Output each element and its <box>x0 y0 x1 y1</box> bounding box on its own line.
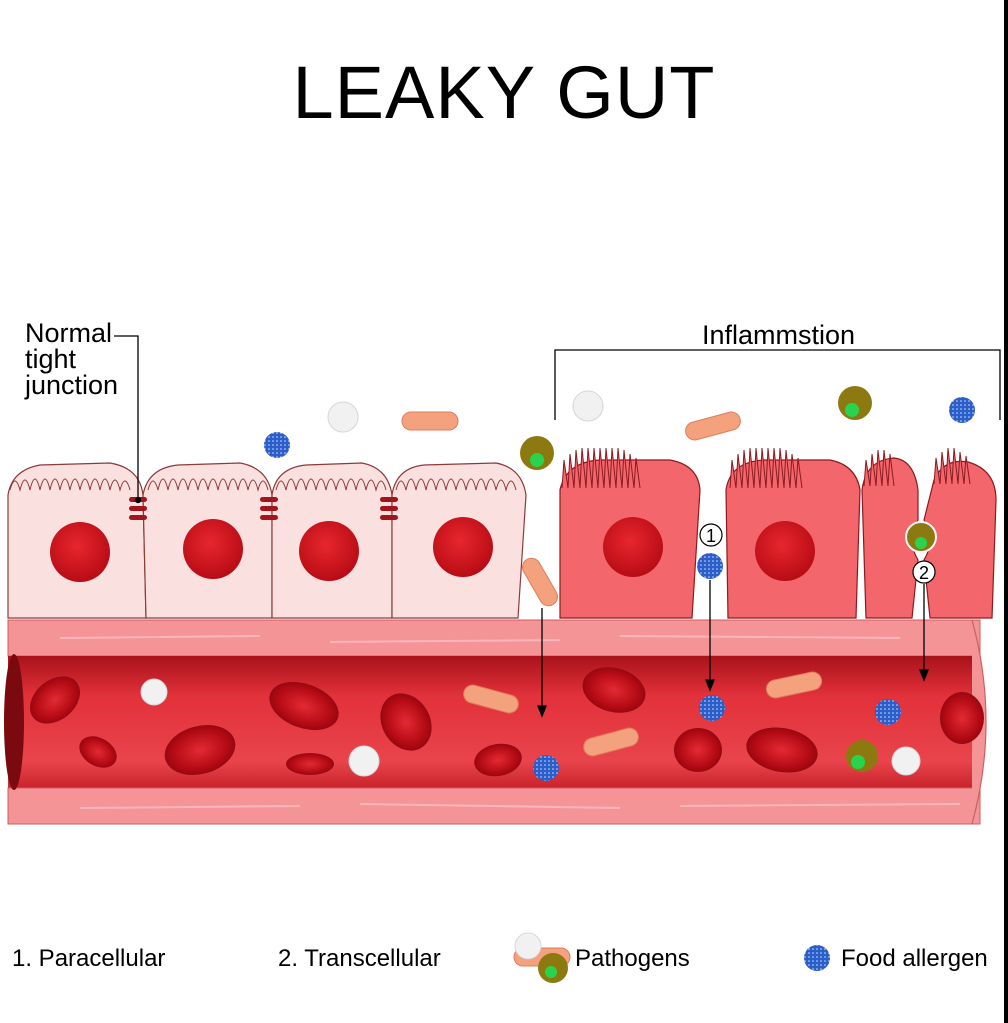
page-title: LEAKY GUT <box>292 51 716 134</box>
bacterium <box>685 411 741 441</box>
white-particle <box>348 745 380 777</box>
healthy-nucleus-3 <box>299 521 359 581</box>
legend-paracellular: 1. Paracellular <box>12 945 166 972</box>
virus-core <box>845 403 859 417</box>
white-particle <box>572 390 604 422</box>
normal-tight-junction-label: Normal tight junction <box>25 318 185 400</box>
red-blood-cell <box>582 667 646 713</box>
red-blood-cell <box>380 693 432 751</box>
route-2-marker <box>912 560 936 584</box>
red-blood-cell <box>474 743 522 777</box>
red-blood-cell <box>674 728 722 772</box>
tight-junction-2 <box>260 497 278 520</box>
blood-vessel <box>4 619 987 825</box>
healthy-nucleus-2 <box>183 519 243 579</box>
healthy-nucleus-1 <box>50 522 110 582</box>
bacterium <box>765 671 823 699</box>
red-blood-cell <box>940 692 984 744</box>
bacterium <box>522 557 558 607</box>
inflammation-bracket <box>554 349 1001 420</box>
virus-core <box>530 453 544 467</box>
white-particle <box>327 401 359 433</box>
normal-label-line-2: tight <box>25 344 77 374</box>
normal-junction-leader <box>114 335 139 500</box>
legend-food-allergen: Food allergen <box>841 945 988 972</box>
food-allergen <box>697 553 723 579</box>
red-blood-cell <box>29 676 81 724</box>
red-blood-cell <box>164 725 236 775</box>
virus-core <box>851 755 865 769</box>
arrows <box>114 335 1001 718</box>
route-markers: 1 2 <box>699 523 936 584</box>
inflamed-microvilli <box>561 447 971 489</box>
inflamed-nucleus-1 <box>603 517 663 577</box>
tight-junction-3 <box>380 497 398 520</box>
bacterium <box>463 684 519 714</box>
white-particle <box>891 746 921 776</box>
legend-pathogens-icon <box>513 932 571 983</box>
right-edge-bar <box>1004 0 1008 1023</box>
route-1-marker-text: 1 <box>706 526 716 546</box>
tight-junction-1 <box>129 497 147 520</box>
red-blood-cell <box>269 681 339 731</box>
food-allergen <box>699 695 725 721</box>
bacterium <box>583 727 639 757</box>
food-allergen <box>875 699 901 725</box>
food-allergen <box>949 397 975 423</box>
inflamed-nucleus-2 <box>755 521 815 581</box>
food-allergen <box>264 432 290 458</box>
lumen-particles <box>140 671 921 781</box>
red-blood-cells <box>29 667 984 777</box>
virus-core <box>915 537 927 549</box>
route-1-marker <box>699 523 723 547</box>
lumen-top-particles <box>264 386 975 607</box>
white-particle <box>140 678 168 706</box>
inflamed-epithelium <box>559 447 997 619</box>
normal-label-line-3: junction <box>25 370 119 400</box>
vessel-wall-texture <box>59 635 961 809</box>
legend-transcellular: 2. Transcellular <box>278 945 441 972</box>
normal-label-line-1: Normal <box>25 318 113 348</box>
bacterium <box>401 411 459 431</box>
legend-pathogens: Pathogens <box>575 945 690 972</box>
healthy-microvilli <box>9 478 517 492</box>
red-blood-cell <box>286 753 334 775</box>
route-2-marker-text: 2 <box>919 563 929 583</box>
legend-food-allergen-icon <box>804 945 830 971</box>
vessel-opening <box>4 654 24 790</box>
healthy-epithelium <box>7 462 527 619</box>
red-blood-cell <box>746 727 818 773</box>
inflammation-label: Inflammstion <box>702 320 856 350</box>
red-blood-cell <box>79 736 117 768</box>
food-allergen <box>533 755 559 781</box>
healthy-nucleus-4 <box>433 517 493 577</box>
